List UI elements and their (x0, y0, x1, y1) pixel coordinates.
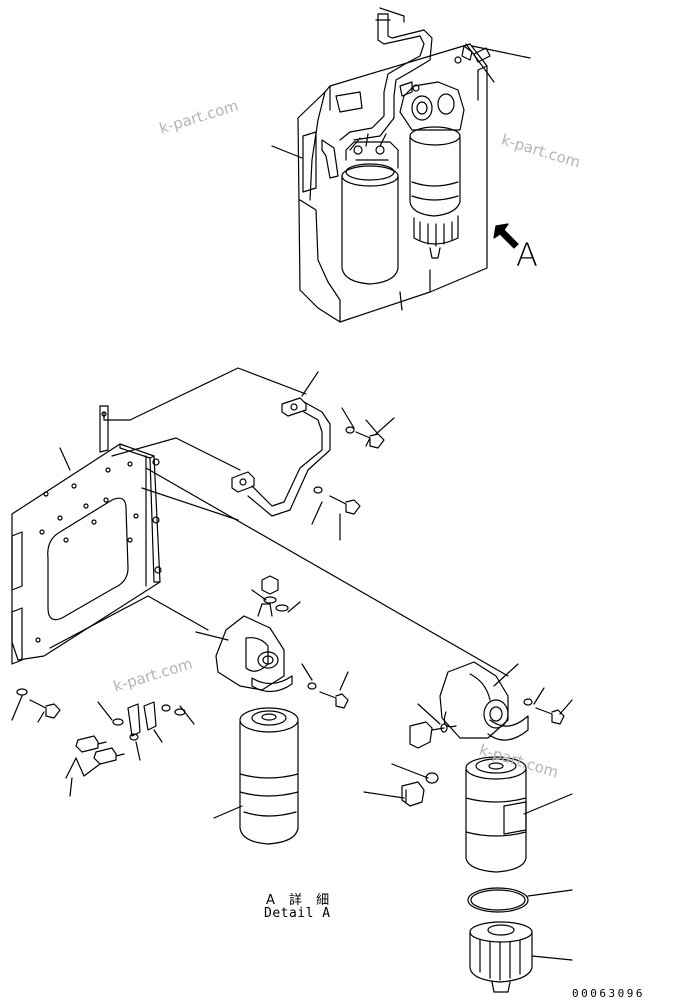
assembly-view (271, 7, 531, 323)
fuel-pipe-exploded (231, 397, 331, 517)
view-arrow (493, 223, 519, 249)
o-ring (467, 887, 529, 913)
drain-bowl (469, 921, 533, 993)
bracket-plate-exploded (11, 405, 162, 665)
bracket-plate (297, 43, 488, 323)
fuel-filter-element (239, 707, 299, 845)
filter-head-left (215, 575, 293, 693)
separator-head (439, 661, 529, 741)
water-separator (399, 81, 465, 259)
fuel-pipe (339, 13, 425, 141)
exploded-view (11, 367, 573, 993)
view-label: A (516, 236, 538, 274)
drawing-number: 00063096 (572, 987, 645, 1000)
detail-label-jp: A 詳 細 (266, 893, 335, 908)
separator-element (465, 756, 527, 873)
fuel-filter-main (321, 133, 399, 285)
detail-label-en: Detail A (264, 906, 331, 921)
